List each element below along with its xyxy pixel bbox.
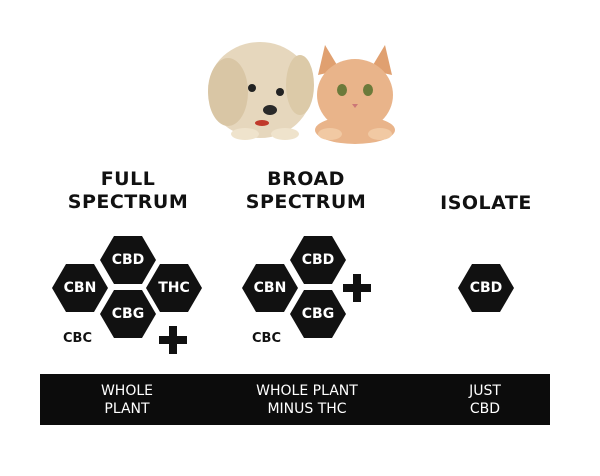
hex-cbd: CBD <box>290 236 346 284</box>
title-line: BROAD <box>267 168 345 190</box>
title-line: SPECTRUM <box>245 191 367 213</box>
footer-line: CBD <box>469 401 501 417</box>
title-line: ISOLATE <box>440 192 532 214</box>
isolate-footer: JUST CBD <box>402 382 568 418</box>
hex-thc: THC <box>146 264 202 312</box>
hex-cbd: CBD <box>458 264 514 312</box>
plus-icon <box>343 274 371 302</box>
full-spectrum-footer: WHOLE PLANT <box>42 382 212 418</box>
cbc-label: CBC <box>63 331 92 346</box>
title-line: SPECTRUM <box>67 191 189 213</box>
dog-and-cat-photo <box>208 42 395 144</box>
hex-cbn: CBN <box>242 264 298 312</box>
footer-bar: WHOLE PLANT WHOLE PLANT MINUS THC JUST C… <box>40 374 550 425</box>
footer-line: JUST <box>469 383 501 399</box>
full-spectrum-title: FULL SPECTRUM <box>58 168 198 214</box>
footer-line: WHOLE PLANT <box>256 383 358 399</box>
hex-cbg: CBG <box>100 290 156 338</box>
hex-cbd: CBD <box>100 236 156 284</box>
isolate-title: ISOLATE <box>416 192 556 215</box>
hex-cbg: CBG <box>290 290 346 338</box>
hex-cbn: CBN <box>52 264 108 312</box>
footer-line: PLANT <box>104 401 150 417</box>
footer-line: WHOLE <box>100 383 154 399</box>
footer-line: MINUS THC <box>267 401 347 417</box>
broad-spectrum-title: BROAD SPECTRUM <box>236 168 376 214</box>
title-line: FULL <box>100 168 156 190</box>
cbc-label: CBC <box>252 331 281 346</box>
plus-icon <box>159 326 187 354</box>
broad-spectrum-footer: WHOLE PLANT MINUS THC <box>222 382 392 418</box>
